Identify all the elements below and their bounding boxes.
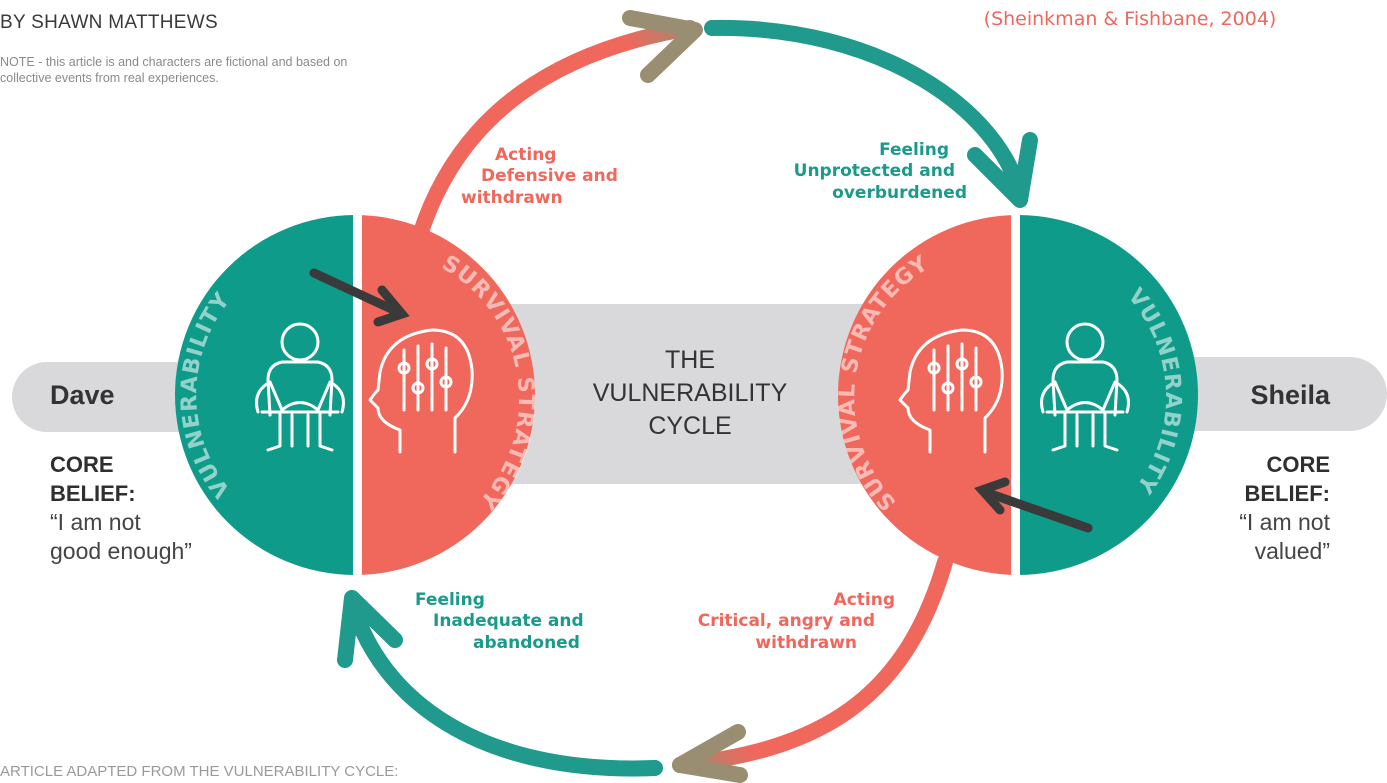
sheila-quote-2: valued” xyxy=(1254,538,1330,564)
footer-credit: ARTICLE ADAPTED FROM THE VULNERABILITY C… xyxy=(0,763,399,780)
center-title-line2: VULNERABILITY xyxy=(592,379,788,407)
bottom-feeling-line1: Inadequate and xyxy=(433,611,584,631)
dave-inner-arrow xyxy=(309,268,410,327)
bottom-feeling-heading: Feeling xyxy=(415,590,485,610)
head-sliders-icon xyxy=(898,328,1004,454)
top-acting-label: Acting Defensive and withdrawn xyxy=(455,145,655,209)
top-feeling-heading: Feeling xyxy=(879,140,949,160)
sheila-core-belief: CORE BELIEF: “I am not valued” xyxy=(1130,450,1330,566)
center-title-line3: CYCLE xyxy=(648,412,732,440)
bottom-feeling-arrow xyxy=(344,594,663,777)
person-hugging-knees-icon xyxy=(1040,322,1130,452)
top-acting-heading: Acting xyxy=(495,145,557,165)
citation: (Sheinkman & Fishbane, 2004) xyxy=(983,8,1277,30)
top-feeling-arrow xyxy=(704,19,1028,203)
sheila-quote-1: “I am not xyxy=(1239,509,1330,535)
bottom-acting-line1: Critical, angry and xyxy=(697,611,875,631)
dave-name: Dave xyxy=(50,380,115,410)
bottom-feeling-label: Feeling Inadequate and abandoned xyxy=(415,590,625,654)
center-title-line1: THE xyxy=(665,346,715,374)
top-feeling-arrowhead xyxy=(967,132,1038,208)
bottom-acting-label: Acting Critical, angry and withdrawn xyxy=(665,590,895,654)
fiction-note: NOTE - this article is and characters ar… xyxy=(0,55,348,85)
top-acting-arrowhead xyxy=(622,10,703,83)
bottom-acting-arrowhead xyxy=(672,724,748,783)
top-feeling-line1: Unprotected and xyxy=(793,161,955,181)
dave-circle xyxy=(175,215,535,575)
person-hugging-knees-icon xyxy=(255,322,345,452)
top-acting-line2: withdrawn xyxy=(461,188,563,208)
sheila-core-label-1: CORE xyxy=(1266,452,1330,477)
sheila-name: Sheila xyxy=(1250,380,1330,410)
dave-core-label-2: BELIEF: xyxy=(50,481,136,506)
top-acting-line1: Defensive and xyxy=(481,166,618,186)
byline: BY SHAWN MATTHEWS xyxy=(0,12,218,33)
bottom-acting-line2: withdrawn xyxy=(755,633,857,653)
top-feeling-label: Feeling Unprotected and overburdened xyxy=(745,140,967,204)
bottom-feeling-arrowhead xyxy=(337,590,403,668)
bottom-feeling-line2: abandoned xyxy=(473,633,580,653)
dave-quote-2: good enough” xyxy=(50,538,192,564)
sheila-inner-arrow xyxy=(974,477,1093,533)
top-acting-arrow xyxy=(412,20,698,243)
center-title: THE VULNERABILITY CYCLE xyxy=(540,344,840,443)
dave-core-belief: CORE BELIEF: “I am not good enough” xyxy=(50,450,192,566)
sheila-core-label-2: BELIEF: xyxy=(1244,481,1330,506)
dave-quote-1: “I am not xyxy=(50,509,141,535)
bottom-acting-arrow xyxy=(672,554,953,773)
bottom-acting-heading: Acting xyxy=(833,590,895,610)
head-sliders-icon xyxy=(368,328,474,454)
dave-core-label-1: CORE xyxy=(50,452,114,477)
top-feeling-line2: overburdened xyxy=(832,183,967,203)
